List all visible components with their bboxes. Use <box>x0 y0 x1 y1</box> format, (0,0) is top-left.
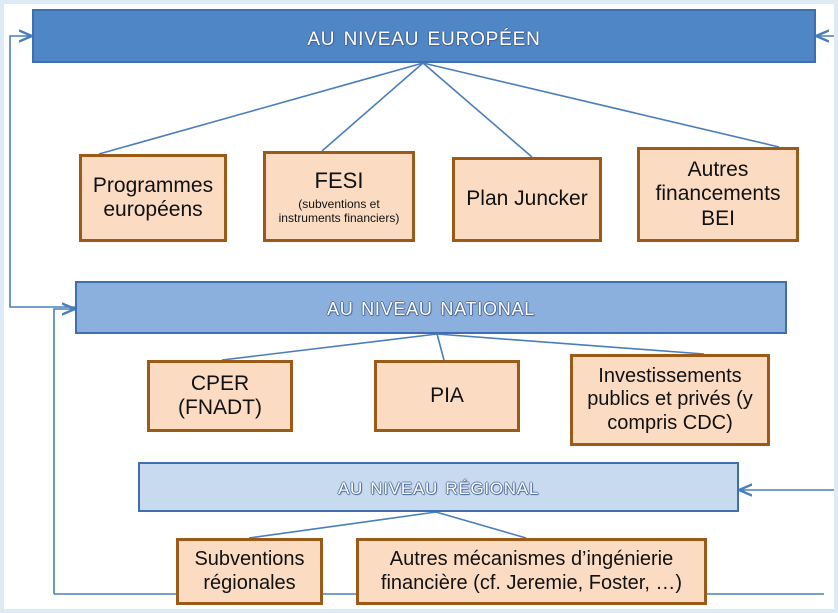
level-label-regional: Au niveau régional <box>337 473 540 500</box>
node-subtitle: (subventions et instruments financiers) <box>278 196 400 225</box>
level-label-national: Au niveau national <box>326 293 536 321</box>
node-investissements-publics-prives[interactable]: Investissements publics et privés (y com… <box>570 354 770 446</box>
node-subventions-regionales[interactable]: Subventions régionales <box>176 538 323 605</box>
level-bar-regional[interactable]: Au niveau régional <box>138 462 739 512</box>
node-plan-juncker[interactable]: Plan Juncker <box>452 157 602 242</box>
node-title: CPER (FNADT) <box>178 371 262 419</box>
node-autres-mecanismes-ingenierie[interactable]: Autres mécanismes d’ingénierie financièr… <box>356 538 707 605</box>
node-autres-financements-bei[interactable]: Autres financements BEI <box>637 147 799 242</box>
node-pia[interactable]: PIA <box>374 360 520 432</box>
connectors-european <box>98 62 780 158</box>
node-title: Plan Juncker <box>466 187 588 211</box>
node-title: PIA <box>430 383 464 407</box>
node-title: Autres financements BEI <box>655 157 781 230</box>
right-riser-european <box>816 36 834 490</box>
level-bar-national[interactable]: Au niveau national <box>75 281 787 334</box>
node-title: Programmes européens <box>92 173 214 221</box>
node-fesi[interactable]: FESI (subventions et instruments financi… <box>263 151 415 242</box>
level-label-european: Au niveau européen <box>307 20 541 51</box>
left-riser-european <box>9 36 75 308</box>
level-bar-european[interactable]: Au niveau européen <box>32 9 816 63</box>
node-cper-fnadt[interactable]: CPER (FNADT) <box>147 360 293 432</box>
node-title: Investissements publics et privés (y com… <box>587 365 753 434</box>
node-programmes-europeens[interactable]: Programmes européens <box>79 154 227 242</box>
left-riser-national <box>53 309 75 594</box>
connectors-regional <box>248 511 527 539</box>
node-title: Autres mécanismes d’ingénierie financièr… <box>380 548 683 594</box>
node-title: Subventions régionales <box>194 548 305 594</box>
node-title: FESI <box>314 168 364 194</box>
